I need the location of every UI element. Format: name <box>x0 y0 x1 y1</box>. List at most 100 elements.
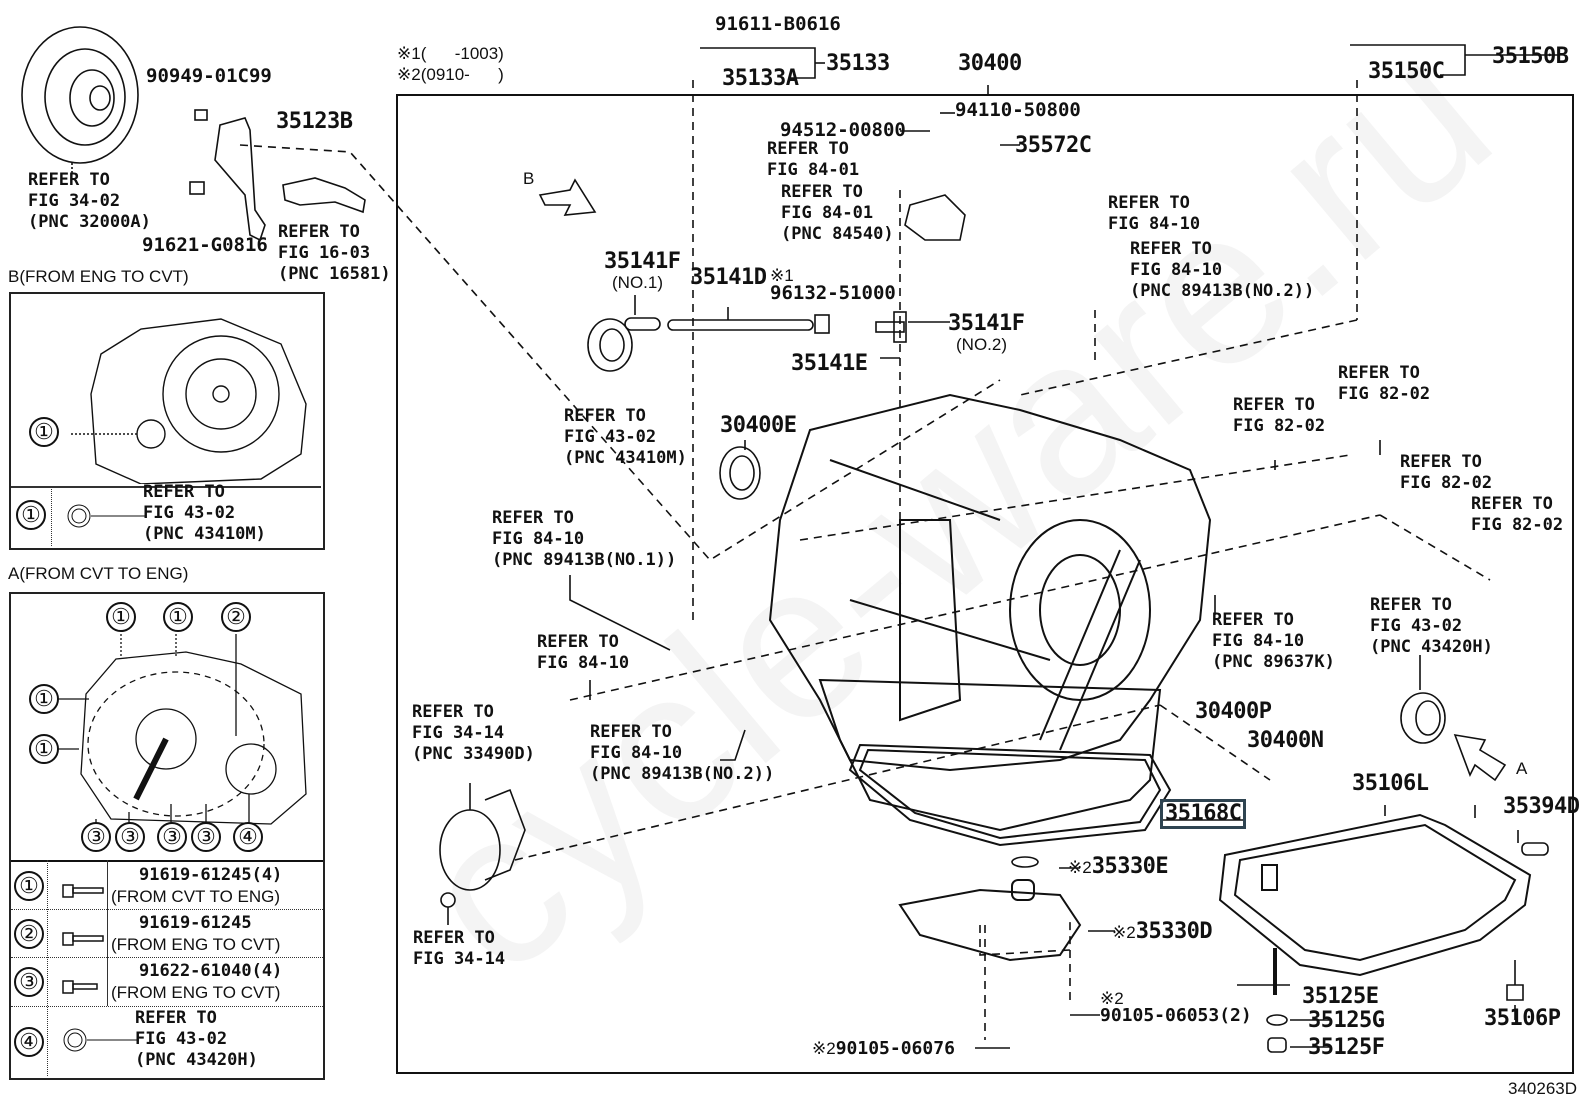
inset-a-callout-bottom-5: ④ <box>233 822 263 852</box>
part-90105-06076-row[interactable]: ※290105-06076 <box>812 1038 955 1059</box>
part-91611-B0616[interactable]: 91611-B0616 <box>715 13 841 35</box>
part-35150C[interactable]: 35150C <box>1368 59 1445 84</box>
bolt-icon <box>62 980 98 994</box>
note-1: ※1( -1003) <box>397 44 504 63</box>
part-35394D[interactable]: 35394D <box>1503 794 1580 819</box>
part-35141D[interactable]: 35141D <box>690 265 767 290</box>
part-35133[interactable]: 35133 <box>826 51 890 76</box>
inset-a-callout-bottom-3: ③ <box>157 822 187 852</box>
note-2: ※2(0910- ) <box>397 65 504 84</box>
main-frame <box>396 94 1574 1074</box>
part-30400[interactable]: 30400 <box>958 51 1022 76</box>
part-91621-G0816[interactable]: 91621-G0816 <box>142 234 268 256</box>
plug-35394D-drawing <box>1521 842 1549 856</box>
row-key: ③ <box>14 967 44 997</box>
bolt-icon <box>62 884 104 898</box>
bracket-drawing <box>189 109 366 242</box>
part-35150B[interactable]: 35150B <box>1492 44 1569 69</box>
seal-icon <box>63 1028 139 1052</box>
row-part[interactable]: 91619-61245(4) <box>139 865 283 885</box>
seal-43420H-drawing <box>1400 692 1446 744</box>
part-94110-50800[interactable]: 94110-50800 <box>955 99 1081 121</box>
assembly-dashed-lines <box>239 80 1491 1040</box>
figure-id: 340263D <box>1508 1079 1578 1098</box>
inset-a-title: A(FROM CVT TO ENG) <box>8 564 189 583</box>
inset-a-drawing <box>57 634 307 829</box>
inset-b-key-cell <box>11 486 52 546</box>
part-35330E-row[interactable]: ※235330E <box>1068 854 1169 879</box>
part-35133A[interactable]: 35133A <box>722 66 799 91</box>
inset-a-callout-top-2: ① <box>163 602 193 632</box>
oring-35330E-drawing <box>1011 856 1039 868</box>
lever-35141F-drawing <box>875 311 907 343</box>
part-35125F[interactable]: 35125F <box>1308 1035 1385 1060</box>
inset-b-callout-1: ① <box>29 417 59 447</box>
inset-a-table-row-div-2 <box>11 957 323 958</box>
arrow-b-drawing <box>538 178 597 216</box>
part-30400P[interactable]: 30400P <box>1195 699 1272 724</box>
row-desc: (FROM ENG TO CVT) <box>111 983 281 1002</box>
inset-a-callout-bottom-1: ③ <box>81 822 111 852</box>
part-35106L[interactable]: 35106L <box>1352 771 1429 796</box>
solid-leader-lines <box>447 44 1560 1049</box>
part-35106P[interactable]: 35106P <box>1484 1006 1561 1031</box>
part-90105-06053[interactable]: 90105-06053(2) <box>1100 1005 1252 1026</box>
inset-a-table-col1 <box>47 860 48 1076</box>
oil-pan-drawing <box>1218 813 1532 977</box>
transmission-case-drawing <box>768 393 1212 832</box>
inset-a-callout-top-1: ① <box>106 602 136 632</box>
part-96132-51000[interactable]: 96132-51000 <box>770 282 896 304</box>
view-arrow-b-label: B <box>523 169 535 188</box>
part-35141F-no2-sub: (NO.2) <box>956 335 1007 354</box>
inset-a-callout-left-2: ① <box>29 734 59 764</box>
part-35141F-no2[interactable]: 35141F <box>948 311 1025 336</box>
part-35168C-highlighted[interactable]: 35168C <box>1159 799 1247 829</box>
part-35123B[interactable]: 35123B <box>276 109 353 134</box>
part-30400E[interactable]: 30400E <box>720 413 797 438</box>
row-part[interactable]: 91622-61040(4) <box>139 961 283 981</box>
part-90949-01C99[interactable]: 90949-01C99 <box>146 65 272 87</box>
part-94512-00800[interactable]: 94512-00800 <box>780 119 906 141</box>
gasket-35168C-drawing <box>848 743 1172 847</box>
torque-converter-drawing <box>21 26 139 175</box>
row-key: ② <box>14 919 44 949</box>
row-desc: (FROM ENG TO CVT) <box>111 935 281 954</box>
inset-a-callout-left-1: ① <box>29 684 59 714</box>
part-35125G[interactable]: 35125G <box>1308 1008 1385 1033</box>
part-35572C[interactable]: 35572C <box>1015 133 1092 158</box>
oil-cooler-drawing <box>439 788 526 908</box>
seal-30400E-drawing <box>719 446 761 500</box>
inset-a-table-col2 <box>107 860 108 1006</box>
part-35141E[interactable]: 35141E <box>791 351 868 376</box>
row-key: ① <box>14 871 44 901</box>
part-30400N[interactable]: 30400N <box>1247 728 1324 753</box>
part-35125E[interactable]: 35125E <box>1302 984 1379 1009</box>
part-35330D-row[interactable]: ※235330D <box>1112 919 1213 944</box>
row-part[interactable]: 91619-61245 <box>139 913 252 933</box>
row-key: ④ <box>14 1027 44 1057</box>
part-35141F-no1[interactable]: 35141F <box>604 249 681 274</box>
inset-b-divider <box>11 486 321 488</box>
inset-b-row-key: ① <box>16 500 46 530</box>
inset-b-title: B(FROM ENG TO CVT) <box>8 267 189 286</box>
